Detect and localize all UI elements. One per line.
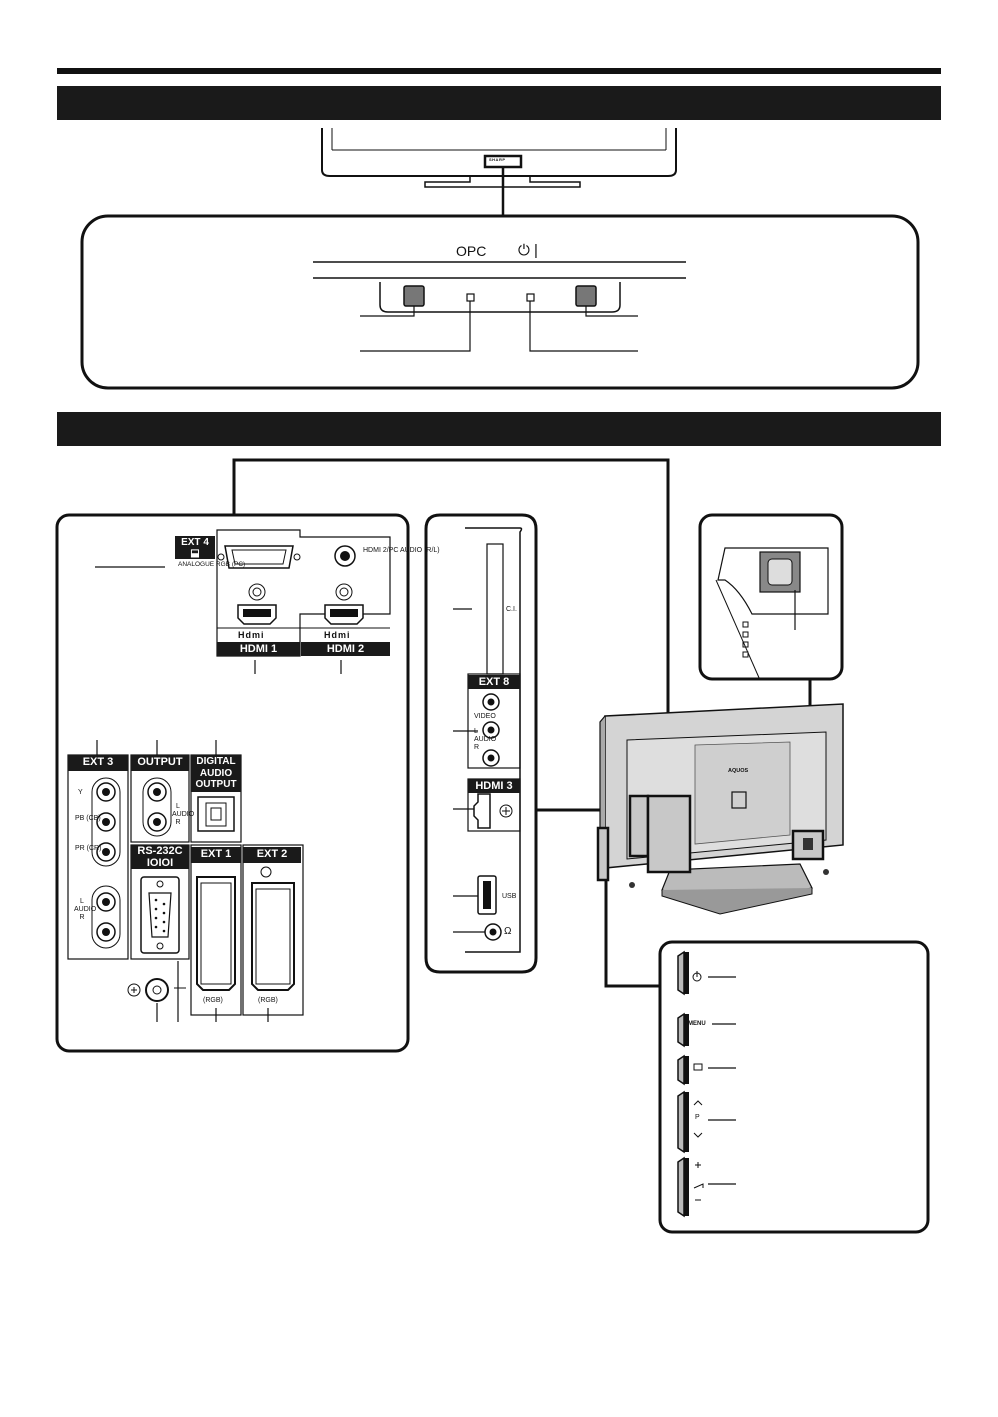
hdmi1-label: HDMI 1	[217, 642, 300, 656]
ext8-video-label: VIDEO	[474, 713, 496, 720]
ext1-label: EXT 1	[191, 847, 241, 863]
headphone-icon: Ω	[504, 926, 512, 937]
opc-label: OPC	[456, 243, 487, 259]
hdmi2-logo: Hdmi	[324, 630, 351, 640]
ci-slot-label: C.I.	[506, 606, 517, 613]
usb-label: USB	[502, 893, 517, 900]
ext3-label: EXT 3	[68, 755, 128, 771]
ext8-audio-label: L AUDIO R	[474, 728, 497, 751]
ext3-pb-label: PB (CB)	[75, 815, 101, 822]
section-header-rear	[57, 412, 941, 446]
hdmi2-label: HDMI 2	[301, 642, 390, 656]
front-brand-logo: SHARP	[489, 157, 506, 162]
hdmi1-logo: Hdmi	[238, 630, 265, 640]
ext3-y-label: Y	[78, 789, 83, 796]
tv-back-brand: AQUOS	[728, 768, 749, 774]
section-header-front	[57, 86, 941, 120]
power-indicator-symbol: ⏻ |	[518, 242, 538, 259]
top-rule	[57, 68, 941, 74]
output-label: OUTPUT	[131, 755, 189, 771]
front-view-diagram	[80, 128, 920, 390]
menu-button-label: MENU	[688, 1021, 706, 1027]
program-button-label: P	[695, 1114, 700, 1121]
ext4-sublabel: ANALOGUE RGB (PC)	[178, 561, 246, 568]
hdmi1-port	[237, 583, 277, 625]
ext4-label: EXT 4⬓	[175, 536, 215, 559]
ext3-pr-label: PR (CR)	[75, 845, 102, 852]
ext2-rgb-label: (RGB)	[258, 997, 278, 1004]
ext2-label: EXT 2	[243, 847, 301, 863]
hdmi3-label: HDMI 3	[468, 779, 520, 793]
ext8-label: EXT 8	[468, 675, 520, 689]
rear-view-diagram	[55, 458, 930, 1234]
ext1-rgb-label: (RGB)	[203, 997, 223, 1004]
ext3-audio-label: L AUDIO R	[74, 898, 97, 921]
output-audio-label: L AUDIO R	[172, 803, 195, 826]
hdmi2pc-audio-label: HDMI 2/PC AUDIO (R/L)	[363, 547, 440, 554]
hdmi2-port	[324, 583, 364, 625]
